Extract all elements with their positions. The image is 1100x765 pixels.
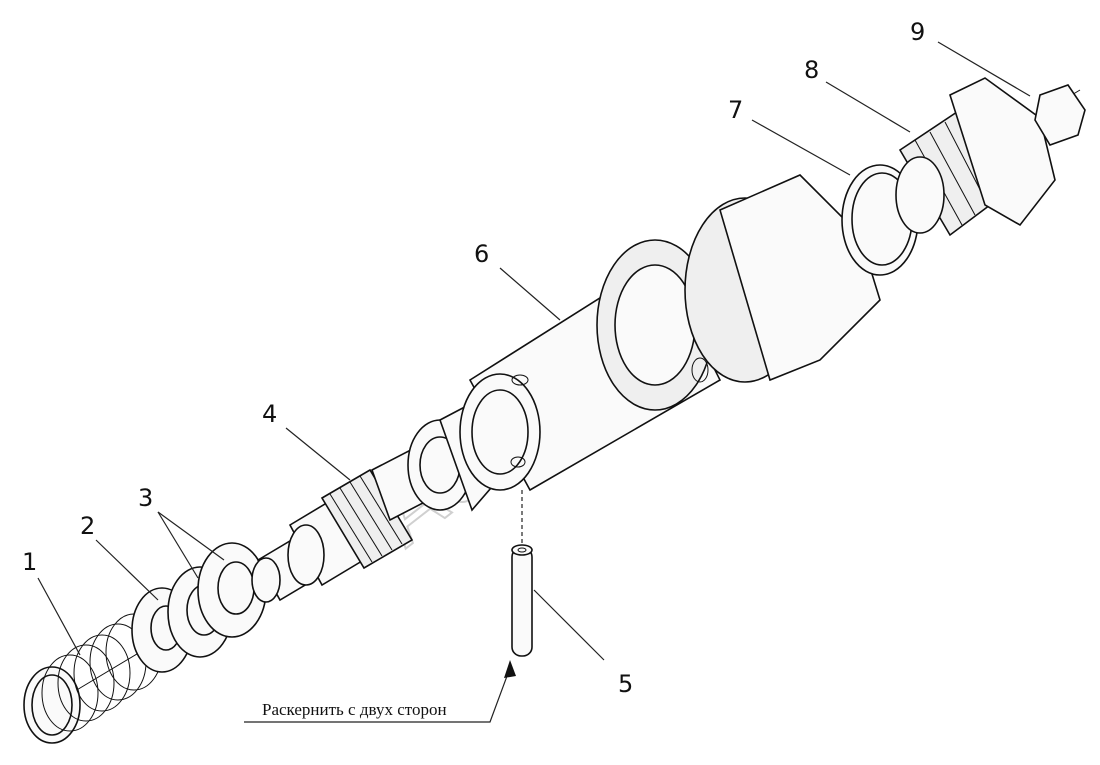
callout-7: 7 bbox=[728, 96, 743, 124]
part-8-fitting bbox=[895, 108, 1012, 237]
callout-5: 5 bbox=[618, 670, 633, 698]
callout-9: 9 bbox=[910, 18, 925, 46]
callout-4: 4 bbox=[262, 400, 277, 428]
part-5-pin bbox=[511, 490, 533, 657]
part-9-nut bbox=[949, 77, 1086, 227]
leader-lines bbox=[37, 41, 1031, 723]
callout-2: 2 bbox=[80, 512, 95, 540]
part-6-body bbox=[459, 174, 881, 492]
callout-6: 6 bbox=[474, 240, 489, 268]
note-text: Раскернить с двух сторон bbox=[262, 700, 447, 719]
callout-8: 8 bbox=[804, 56, 819, 84]
callout-3: 3 bbox=[138, 484, 153, 512]
callout-1: 1 bbox=[22, 548, 37, 576]
part-3-washers bbox=[167, 542, 267, 658]
part-1-spring bbox=[23, 613, 163, 744]
